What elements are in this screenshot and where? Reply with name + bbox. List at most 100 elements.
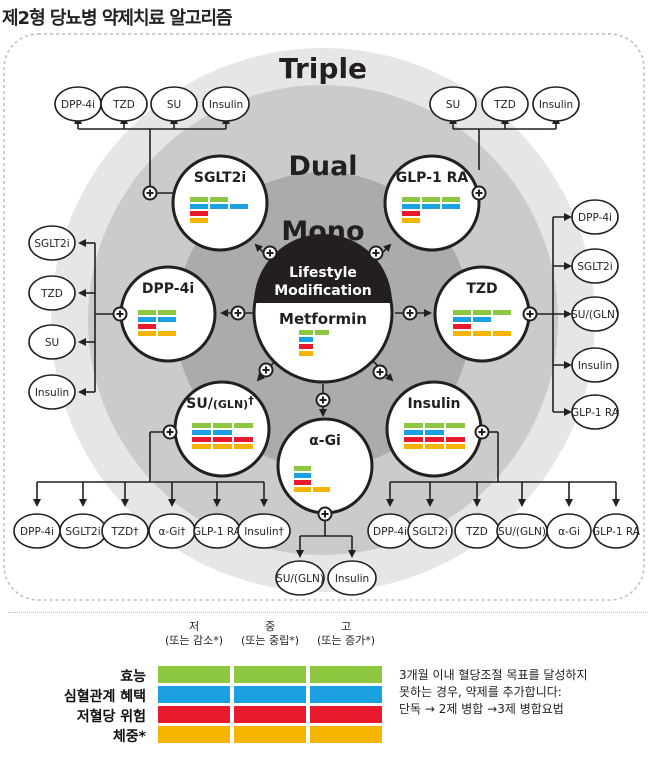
profile-bar [493,331,511,336]
legend-bar [234,706,306,723]
profile-bar [192,423,211,428]
bars-insulin [404,423,465,449]
profile-bar [158,310,176,315]
profile-bar [425,437,444,442]
profile-bar [315,330,329,335]
pill-agi-0: SU/(GLN) [275,560,325,596]
pill-sglt2i-2: SU [150,86,198,122]
bars-agi [294,466,330,492]
node-su: SU/(GLN)† [173,380,271,478]
pill-label: TZD [40,288,63,300]
pill-label: DPP-4i [20,526,54,538]
pill-su-0: DPP-4i [13,513,61,549]
profile-bar [158,331,176,336]
plus-icon [402,305,418,321]
pill-label: SU [45,337,59,349]
plus-icon [112,306,128,322]
legend-bar [158,706,230,723]
profile-bar [425,430,444,435]
pill-tzd-2: SU/(GLN) [571,296,619,332]
pill-tzd-0: DPP-4i [571,199,619,235]
profile-bar [425,444,444,449]
profile-bar [158,317,176,322]
plus-icon [258,362,274,378]
profile-bar [234,437,253,442]
profile-bar [453,331,471,336]
pill-su-1: SGLT2i [59,513,107,549]
plus-icon [230,305,246,321]
legend-col-low: 저(또는 감소*) [164,620,224,647]
profile-bar [402,211,420,216]
plus-icon [372,364,388,380]
pill-sglt2i-0: DPP-4i [54,86,102,122]
node-dpp4-label: DPP-4i [142,281,194,297]
profile-bar [138,317,156,322]
profile-bar [138,324,156,329]
profile-bar [138,310,156,315]
profile-bar [446,423,465,428]
profile-bar [138,331,156,336]
legend-bar [158,666,230,683]
bars-metformin [299,330,329,356]
pill-label: Insulin [209,99,243,111]
metformin-label: Metformin [279,310,367,328]
profile-bar [442,197,460,202]
profile-bar [190,211,208,216]
profile-bar [404,437,423,442]
pill-su-5: Insulin† [237,513,291,549]
profile-bar [192,444,211,449]
legend-bar [310,706,382,723]
pill-insulin-3: SU/(GLN) [496,513,548,549]
bars-glp1 [402,197,460,223]
pill-label: SGLT2i [65,526,100,538]
profile-bar [213,423,232,428]
profile-bar [190,204,208,209]
legend-bar [310,666,382,683]
profile-bar [446,437,465,442]
algorithm-diagram: Triple Dual Mono Lifestyle Modification … [3,33,645,601]
legend-divider [8,612,648,613]
pill-label: SGLT2i [412,526,447,538]
profile-bar [192,430,211,435]
profile-bar [422,204,440,209]
pill-label: GLP-1 RA [592,526,641,538]
pill-insulin-4: α-Gi [546,513,592,549]
legend-bar [234,666,306,683]
plus-icon [262,245,278,261]
profile-bar [299,351,313,356]
plus-icon [522,306,538,322]
profile-bar [210,204,228,209]
legend-bar [234,726,306,743]
pill-tzd-4: GLP-1 RA [571,394,620,430]
pill-label: Insulin [35,387,69,399]
node-agi: α-Gi [276,417,374,515]
profile-bar [294,473,311,478]
pill-label: TZD [465,526,488,538]
profile-bar [210,197,228,202]
profile-bar [422,197,440,202]
pill-glp1-1: TZD [481,86,529,122]
plus-icon [142,185,158,201]
node-insulin: Insulin [385,380,483,478]
legend-col-high: 고(또는 증가*) [316,620,376,647]
profile-bar [234,423,253,428]
pill-label: α-Gi† [158,526,185,538]
profile-bar [313,487,330,492]
pill-tzd-1: SGLT2i [571,248,619,284]
node-glp1-label: GLP-1 RA [396,170,469,186]
profile-bar [453,310,471,315]
profile-bar [404,423,423,428]
pill-dpp4-2: SU [28,324,76,360]
plus-icon [162,424,178,440]
profile-bar [192,437,211,442]
bars-sglt2i [190,197,248,223]
plus-icon [315,392,331,408]
triple-label: Triple [279,52,367,85]
bars-tzd [453,310,511,336]
pill-label: SU/(GLN) [276,573,324,585]
dual-label: Dual [288,151,357,182]
pill-label: TZD† [111,526,139,538]
profile-bar [453,317,471,322]
legend-col-mid: 중(또는 중립*) [240,620,300,647]
pill-su-3: α-Gi† [148,513,196,549]
